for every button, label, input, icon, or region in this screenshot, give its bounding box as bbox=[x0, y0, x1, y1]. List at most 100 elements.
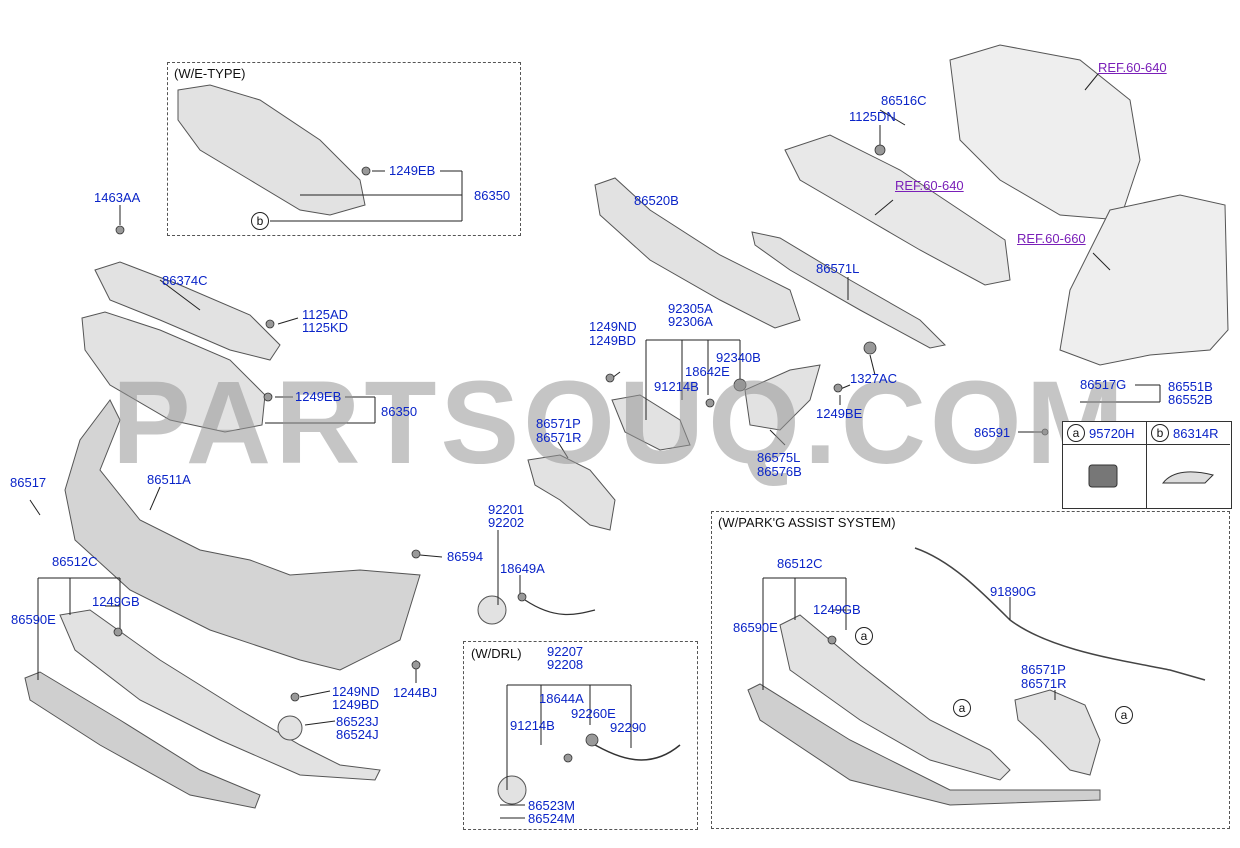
part-label[interactable]: 1249EB bbox=[389, 163, 436, 178]
part-label[interactable]: 86523M bbox=[528, 798, 575, 813]
part-label[interactable]: 1249BE bbox=[816, 406, 863, 421]
part-label[interactable]: 86551B bbox=[1168, 379, 1213, 394]
part-label[interactable]: 86512C bbox=[777, 556, 823, 571]
legend-marker-b: b bbox=[1151, 424, 1169, 442]
nut-86594 bbox=[411, 549, 421, 559]
part-label[interactable]: 86571P bbox=[1021, 662, 1066, 677]
part-label[interactable]: 86523J bbox=[336, 714, 379, 729]
part-label[interactable]: 86552B bbox=[1168, 392, 1213, 407]
part-label[interactable]: 92207 bbox=[547, 644, 584, 659]
radiator-support bbox=[949, 44, 1141, 221]
part-label[interactable]: 86524J bbox=[336, 727, 379, 742]
socket-92260E bbox=[585, 733, 599, 747]
group-title-drl: (W/DRL) bbox=[471, 646, 522, 661]
screw-1249EB bbox=[263, 392, 273, 402]
fog-bezel bbox=[277, 715, 303, 741]
part-label[interactable]: 86517G bbox=[1080, 377, 1127, 392]
sensor-image bbox=[1088, 464, 1118, 488]
part-label[interactable]: 92305A bbox=[668, 301, 713, 316]
part-label[interactable]: 86520B bbox=[634, 193, 679, 208]
legend-marker-a: a bbox=[1067, 424, 1085, 442]
marker-a: a bbox=[855, 627, 873, 645]
part-label[interactable]: 86576B bbox=[757, 464, 802, 479]
part-label[interactable]: 1125AD bbox=[302, 307, 349, 322]
grille-bracket bbox=[94, 261, 281, 361]
part-label[interactable]: 86350 bbox=[381, 404, 418, 419]
legend-part-a[interactable]: 95720H bbox=[1089, 426, 1135, 441]
part-label[interactable]: 18644A bbox=[539, 691, 584, 706]
part-label[interactable]: 1327AC bbox=[850, 371, 897, 386]
pa-lower-grille bbox=[779, 614, 1011, 781]
drl-fog-lamp bbox=[497, 775, 527, 805]
ref-link[interactable]: REF.60-640 bbox=[1098, 60, 1167, 75]
part-label[interactable]: 86590E bbox=[11, 612, 56, 627]
part-label[interactable]: 86575L bbox=[757, 450, 801, 465]
part-label[interactable]: 1125KD bbox=[302, 320, 349, 335]
group-box-drl bbox=[463, 641, 698, 830]
part-label[interactable]: 1249BD bbox=[332, 697, 379, 712]
ref-link[interactable]: REF.60-660 bbox=[1017, 231, 1086, 246]
part-label[interactable]: 86591 bbox=[974, 425, 1011, 440]
part-label[interactable]: 1249GB bbox=[92, 594, 140, 609]
part-label[interactable]: 92202 bbox=[488, 515, 525, 530]
part-label[interactable]: 92260E bbox=[571, 706, 616, 721]
part-label[interactable]: 92208 bbox=[547, 657, 584, 672]
part-label[interactable]: 91214B bbox=[654, 379, 699, 394]
clip-1463AA bbox=[115, 225, 125, 235]
part-label[interactable]: 1249GB bbox=[813, 602, 861, 617]
part-label[interactable]: 1249BD bbox=[589, 333, 636, 348]
part-label[interactable]: 86350 bbox=[474, 188, 511, 203]
bolt-1244BJ bbox=[411, 660, 421, 670]
pa-front-lip bbox=[747, 683, 1101, 806]
part-label[interactable]: 1249ND bbox=[332, 684, 380, 699]
socket-18642E bbox=[705, 398, 715, 408]
part-label[interactable]: 91890G bbox=[990, 584, 1037, 599]
part-label[interactable]: 92201 bbox=[488, 502, 525, 517]
part-label[interactable]: 86374C bbox=[162, 273, 208, 288]
part-label[interactable]: 86516C bbox=[881, 93, 927, 108]
energy-absorber bbox=[594, 177, 801, 329]
drl-lamp bbox=[527, 454, 616, 531]
side-bracket bbox=[744, 364, 821, 431]
front-lip bbox=[24, 671, 261, 809]
part-label[interactable]: 92290 bbox=[610, 720, 647, 735]
part-label[interactable]: 1249ND bbox=[589, 319, 637, 334]
part-label[interactable]: 91214B bbox=[510, 718, 555, 733]
legend-part-b[interactable]: 86314R bbox=[1173, 426, 1219, 441]
part-label[interactable]: 18642E bbox=[685, 364, 730, 379]
marker-a: a bbox=[953, 699, 971, 717]
fog-lamp-housing bbox=[611, 394, 691, 451]
part-label[interactable]: 86594 bbox=[447, 549, 484, 564]
part-label[interactable]: 86571P bbox=[536, 416, 581, 431]
screw-1249ND-b bbox=[605, 373, 615, 383]
part-label[interactable]: 1463AA bbox=[94, 190, 141, 205]
bulb-92340B bbox=[733, 378, 747, 392]
sensor-harness bbox=[914, 547, 1206, 681]
part-label[interactable]: 86511A bbox=[147, 472, 191, 487]
ref-link[interactable]: REF.60-640 bbox=[895, 178, 964, 193]
part-label[interactable]: 1125DN bbox=[849, 109, 896, 124]
part-label[interactable]: 86512C bbox=[52, 554, 98, 569]
bumper-beam bbox=[784, 134, 1011, 286]
part-label[interactable]: 86571R bbox=[1021, 676, 1067, 691]
screw-1249EB-top bbox=[361, 166, 371, 176]
screw-1249GB-p bbox=[827, 635, 837, 645]
part-label[interactable]: 1244BJ bbox=[393, 685, 438, 700]
part-label[interactable]: 86590E bbox=[733, 620, 778, 635]
part-label[interactable]: 86517 bbox=[10, 475, 47, 490]
fog-harness bbox=[524, 599, 596, 616]
part-label[interactable]: 18649A bbox=[500, 561, 545, 576]
part-label[interactable]: 92340B bbox=[716, 350, 761, 365]
marker-a: a bbox=[1115, 706, 1133, 724]
part-label[interactable]: 86571L bbox=[816, 261, 860, 276]
part-label[interactable]: 86571R bbox=[536, 430, 582, 445]
part-label[interactable]: 86524M bbox=[528, 811, 575, 826]
bolt-1125DN bbox=[874, 144, 886, 156]
part-label[interactable]: 92306A bbox=[668, 314, 713, 329]
screw-1249GB bbox=[113, 627, 123, 637]
group-title-e-type: (W/E-TYPE) bbox=[174, 66, 246, 81]
group-box-e-type bbox=[167, 62, 521, 236]
marker-b: b bbox=[251, 212, 269, 230]
part-label[interactable]: 1249EB bbox=[295, 389, 342, 404]
